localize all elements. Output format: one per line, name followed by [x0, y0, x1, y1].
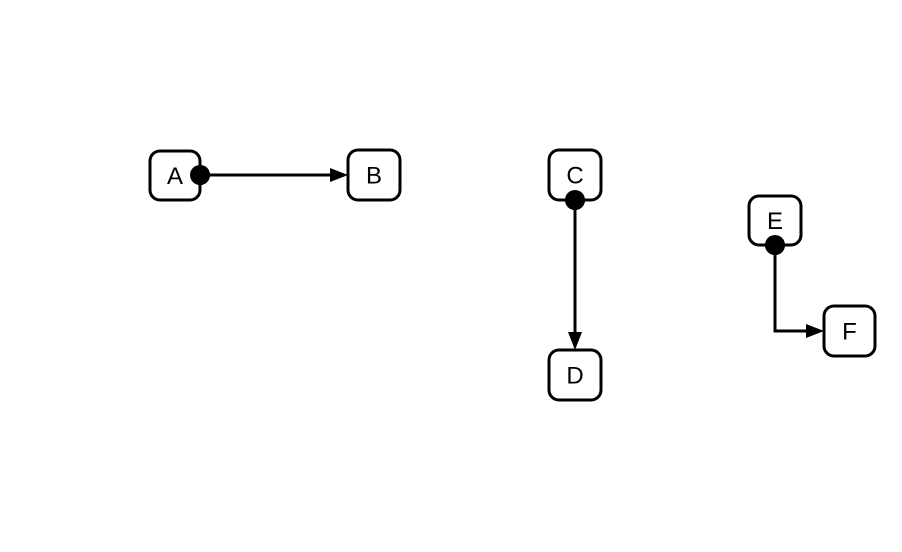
arrowhead-icon: [330, 168, 348, 182]
edge-line-e-f: [773, 245, 806, 333]
node-shape-f[interactable]: [822, 304, 877, 358]
edge-c-d[interactable]: [565, 190, 585, 350]
edge-source-dot-icon: [765, 235, 785, 255]
node-shape-d[interactable]: [547, 348, 603, 402]
node-shape-b[interactable]: [346, 148, 402, 202]
node-b[interactable]: B: [346, 148, 402, 202]
node-label-b: B: [366, 163, 382, 190]
node-c[interactable]: C: [547, 148, 603, 202]
node-label-a: A: [167, 163, 183, 190]
edge-a-b[interactable]: [190, 165, 348, 185]
node-label-e: E: [767, 208, 783, 235]
edge-source-dot-icon: [190, 165, 210, 185]
node-label-d: D: [566, 363, 583, 390]
node-label-c: C: [566, 163, 583, 190]
node-e[interactable]: E: [747, 194, 803, 247]
node-f[interactable]: F: [822, 304, 877, 358]
node-d[interactable]: D: [547, 348, 603, 402]
arrowhead-icon: [568, 332, 582, 350]
node-label-f: F: [842, 319, 857, 346]
edge-source-dot-icon: [565, 190, 585, 210]
arrowhead-icon: [806, 324, 824, 338]
